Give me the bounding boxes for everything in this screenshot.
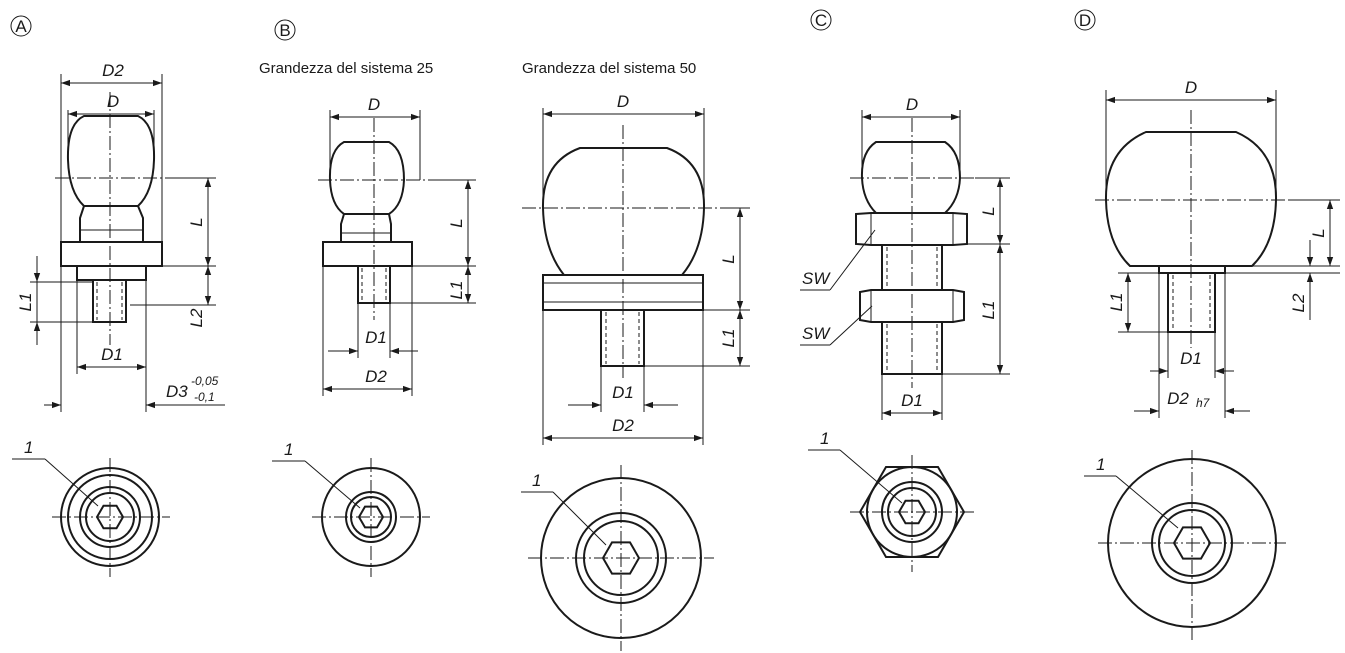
ball-head	[541, 147, 706, 276]
dim-D-label: D	[368, 95, 380, 114]
dim-L1-label: L1	[719, 329, 738, 348]
variant-b50-side-view: D L L1 D1 D2	[522, 92, 750, 445]
leader-line	[829, 229, 876, 291]
variant-b-label: B	[279, 21, 290, 40]
variant-a-top-view: 1	[12, 438, 170, 577]
dim-D1-label: D1	[1180, 349, 1202, 368]
variant-b25-top-view: 1	[272, 440, 430, 577]
dim-D-label: D	[1185, 78, 1197, 97]
dim-D-label: D	[107, 92, 119, 111]
neck	[79, 205, 144, 243]
variant-a-badge-circle	[10, 15, 32, 37]
neck	[340, 213, 392, 243]
variant-c-top-view: 1	[808, 429, 975, 572]
leader-line	[839, 449, 903, 504]
dim-L1-label: L1	[16, 293, 35, 312]
dim-L1-label: L1	[447, 281, 466, 300]
variant-b-badge-circle	[274, 19, 296, 41]
dim-D3-label: D3	[166, 382, 188, 401]
dim-D2-label: D2	[1167, 389, 1189, 408]
shoulder	[1158, 265, 1226, 274]
variant-c: C D L	[800, 9, 1010, 572]
variant-b50-top-view: 1	[521, 465, 714, 651]
variant-a-label: A	[15, 17, 27, 36]
variant-b: B Grandezza del sistema 25 Grandezza del…	[259, 19, 750, 651]
dim-D2-label: D2	[612, 416, 634, 435]
variant-a-side-view: D2 D L L2 L1 D1 D3 -0,05 -0,1	[16, 61, 225, 412]
variant-d-top-view: 1	[1084, 450, 1286, 640]
dim-D1-label: D1	[365, 328, 387, 347]
dim-D3-tol-upper: -0,05	[191, 374, 219, 388]
item-callout: 1	[532, 471, 541, 490]
flange	[322, 241, 413, 267]
dim-D2-label: D2	[365, 367, 387, 386]
dim-D-label: D	[906, 95, 918, 114]
dim-L-label: L	[447, 218, 466, 227]
dim-L-label: L	[1309, 228, 1328, 237]
variant-a: A D2	[10, 15, 225, 577]
ball-head	[328, 141, 406, 215]
dim-L-label: L	[719, 254, 738, 263]
variant-b25-side-view: D L L1 D1 D2	[318, 95, 476, 396]
item-callout: 1	[820, 429, 829, 448]
dim-D3-tol-lower: -0,1	[194, 390, 215, 404]
dim-L2-label: L2	[1289, 293, 1308, 312]
dim-L2-label: L2	[187, 308, 206, 327]
variant-d: D D L L2	[1074, 9, 1340, 640]
variant-d-side-view: D L L2 L1 D1 D2 h7	[1095, 78, 1340, 418]
variant-d-badge-circle	[1074, 9, 1096, 31]
dim-D1-label: D1	[901, 391, 923, 410]
dim-D2-label: D2	[102, 61, 124, 80]
caption-size-50: Grandezza del sistema 50	[522, 60, 696, 77]
dim-D2-tolerance: h7	[1196, 396, 1211, 410]
variant-c-side-view: D L L1 D1 SW SW	[800, 95, 1010, 420]
dim-L1-label: L1	[979, 301, 998, 320]
dim-D1-label: D1	[101, 345, 123, 364]
dim-SW-label-lower: SW	[802, 324, 831, 343]
caption-size-25: Grandezza del sistema 25	[259, 60, 433, 77]
flange	[60, 241, 163, 267]
leader-line	[304, 460, 361, 509]
dim-D1-label: D1	[612, 383, 634, 402]
dim-L1-label: L1	[1107, 293, 1126, 312]
variant-c-badge-circle	[810, 9, 832, 31]
leader-line	[1115, 475, 1179, 529]
ball-head	[66, 115, 156, 207]
dim-L-label: L	[187, 217, 206, 226]
item-callout: 1	[1096, 455, 1105, 474]
leader-line	[829, 305, 873, 346]
leader-line	[552, 491, 607, 546]
item-callout: 1	[24, 438, 33, 457]
variant-c-label: C	[815, 11, 827, 30]
collar	[76, 265, 147, 281]
item-callout: 1	[284, 440, 293, 459]
variant-d-label: D	[1079, 11, 1091, 30]
leader-line	[44, 458, 99, 507]
dim-D-label: D	[617, 92, 629, 111]
dim-L-label: L	[979, 206, 998, 215]
dim-SW-label-upper: SW	[802, 269, 831, 288]
